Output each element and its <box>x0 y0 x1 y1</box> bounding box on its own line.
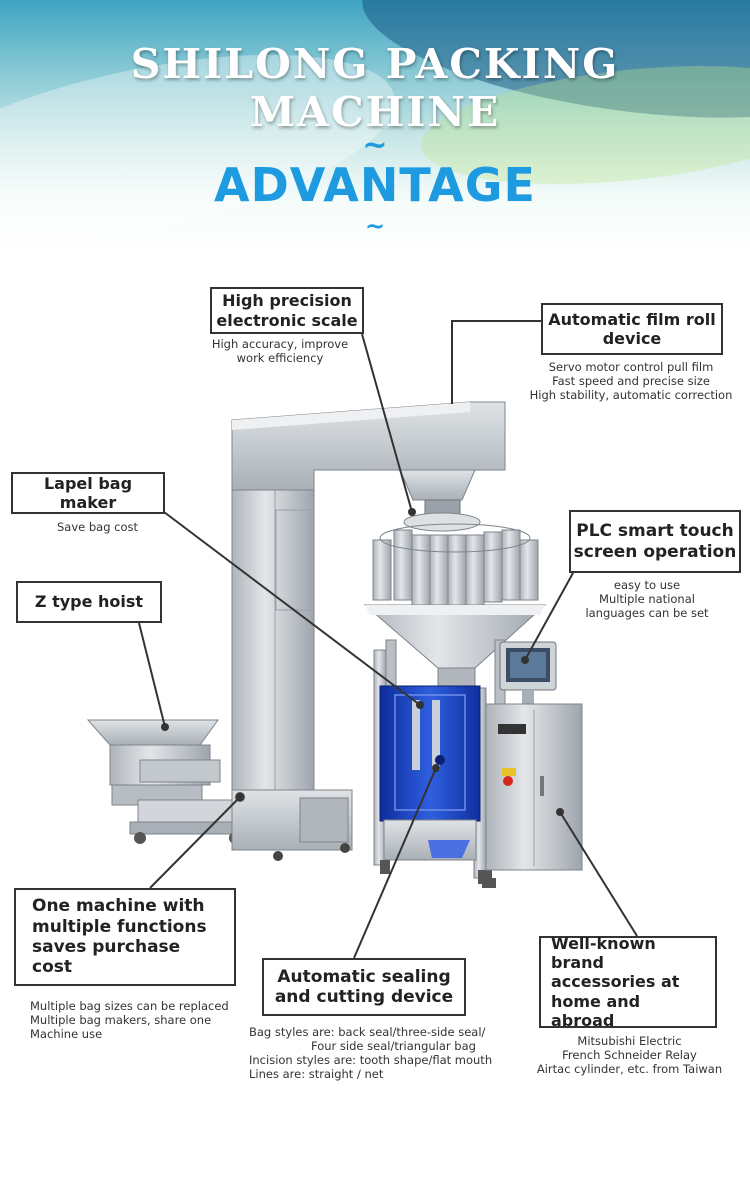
control-cabinet <box>482 703 583 888</box>
multi-label: One machine with multiple functions save… <box>14 888 236 986</box>
multi-desc-line: Multiple bag sizes can be replaced <box>30 999 229 1013</box>
scale-label-text: High precision electronic scale <box>216 291 358 330</box>
plc-label-text: PLC smart touch screen operation <box>573 521 737 562</box>
sealing-desc-line: Four side seal/triangular bag <box>311 1039 476 1053</box>
brand-desc-line: Mitsubishi Electric <box>577 1034 682 1048</box>
page-title: SHILONG PACKING MACHINE <box>130 40 620 136</box>
hoist-label-text: Z type hoist <box>34 592 144 612</box>
lapel-desc-line: Save bag cost <box>56 520 139 534</box>
brand-label-text: Well-known brand accessories at home and… <box>551 934 680 1030</box>
film-label-text: Automatic film roll device <box>548 309 716 348</box>
scale-description: High accuracy, improve work efficiency <box>200 337 360 365</box>
plc-desc-line: easy to use <box>613 578 681 592</box>
multi-desc-line: Machine use <box>30 1027 103 1041</box>
plc-desc-line: Multiple national <box>599 592 695 606</box>
header-banner <box>0 0 750 250</box>
brand-desc-line: French Schneider Relay <box>562 1048 697 1062</box>
plc-description: easy to use Multiple national languages … <box>572 578 722 620</box>
multi-label-text: One machine with multiple functions save… <box>32 896 207 978</box>
emergency-stop <box>503 776 513 786</box>
film-desc-line: Fast speed and precise size <box>552 374 710 388</box>
multi-description: Multiple bag sizes can be replaced Multi… <box>30 999 240 1041</box>
plc-touch-screen <box>499 641 557 704</box>
hoist-label: Z type hoist <box>16 581 162 623</box>
film-description: Servo motor control pull film Fast speed… <box>526 360 736 402</box>
sealing-description: Bag styles are: back seal/three-side sea… <box>249 1025 493 1081</box>
brand-desc-line: Airtac cylinder, etc. from Taiwan <box>536 1062 723 1076</box>
scale-desc-line: work efficiency <box>236 351 324 365</box>
brand-description: Mitsubishi Electric French Schneider Rel… <box>527 1034 732 1076</box>
scale-desc-line: High accuracy, improve <box>211 337 349 351</box>
sealing-label: Automatic sealing and cutting device <box>262 958 466 1016</box>
section-title: ADVANTAGE <box>214 158 536 212</box>
sealing-label-text: Automatic sealing and cutting device <box>274 966 454 1007</box>
film-desc-line: Servo motor control pull film <box>548 360 714 374</box>
sealing-desc-line: Incision styles are: tooth shape/flat mo… <box>249 1053 493 1067</box>
tilde-ornament-top: ~ <box>362 128 388 163</box>
lapel-label-text: Lapel bag maker <box>43 473 133 512</box>
tilde-ornament-bottom: ~ <box>364 212 386 240</box>
film-label: Automatic film roll device <box>541 303 723 355</box>
sealing-desc-line: Lines are: straight / net <box>249 1067 384 1081</box>
plc-desc-line: languages can be set <box>585 606 709 620</box>
plc-label: PLC smart touch screen operation <box>569 510 741 573</box>
brand-label: Well-known brand accessories at home and… <box>539 934 717 1030</box>
z-hoist-hopper <box>86 719 251 844</box>
multi-desc-line: Multiple bag makers, share one <box>30 1013 212 1027</box>
lapel-label: Lapel bag maker <box>11 472 165 514</box>
film-desc-line: High stability, automatic correction <box>529 388 733 402</box>
lapel-description: Save bag cost <box>20 520 175 534</box>
sealing-desc-line: Bag styles are: back seal/three-side sea… <box>249 1025 486 1039</box>
scale-label: High precision electronic scale <box>210 287 364 334</box>
